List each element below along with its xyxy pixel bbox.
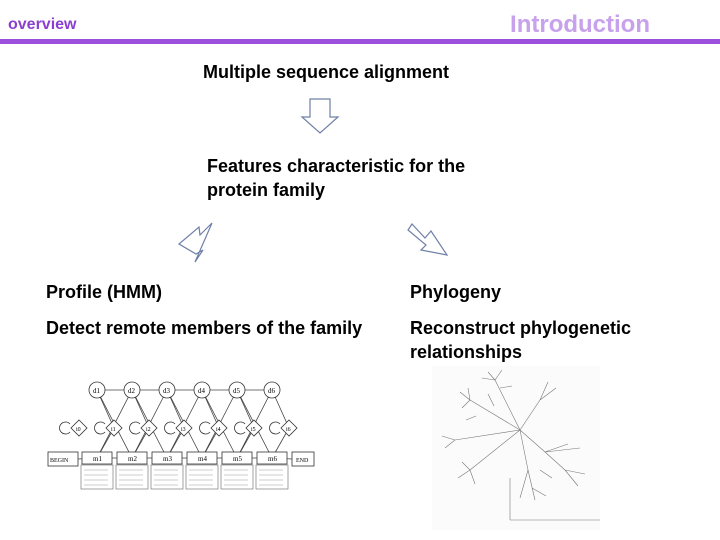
insert-state-label: i5	[251, 427, 256, 433]
self-loop-icon	[94, 421, 106, 435]
begin-state	[47, 451, 79, 467]
match-state	[116, 451, 148, 465]
insert-state	[70, 419, 88, 437]
match-state-label: m1	[93, 455, 102, 463]
match-state-label: m6	[268, 455, 277, 463]
profile-hmm-heading: Profile (HMM)	[46, 282, 162, 302]
header-divider	[0, 39, 720, 44]
tree-panel	[432, 366, 600, 530]
self-loop-icon	[59, 421, 71, 435]
insert-state-label: i1	[111, 427, 116, 433]
match-state	[186, 451, 218, 465]
insert-state	[210, 419, 228, 437]
insert-state-label: i3	[181, 427, 186, 433]
insert-state-label: i6	[286, 427, 291, 433]
delete-state-label: d1	[93, 387, 101, 395]
begin-label: BEGIN	[50, 458, 69, 464]
insert-state	[140, 419, 158, 437]
down-arrow-icon	[300, 98, 340, 134]
profile-description: Detect remote members of the family	[46, 318, 363, 338]
insert-state-label: i0	[76, 427, 81, 433]
match-state-label: m3	[163, 455, 172, 463]
slide-title: Introduction	[510, 11, 650, 38]
delete-state	[263, 381, 281, 399]
self-loop-icon	[129, 421, 141, 435]
down-right-arrow-icon	[407, 223, 449, 256]
match-state-label: m5	[233, 455, 242, 463]
section-label: overview	[8, 16, 77, 33]
end-label: END	[296, 458, 309, 464]
phylogeny-heading: Phylogeny	[410, 282, 502, 302]
match-state	[81, 451, 113, 465]
self-loop-icon	[269, 421, 281, 435]
delete-state	[158, 381, 176, 399]
delete-state-label: d5	[233, 387, 241, 395]
insert-state	[245, 419, 263, 437]
features-label: Features characteristic for the protein …	[207, 156, 466, 200]
match-state-label: m4	[198, 455, 207, 463]
match-state-label: m2	[128, 455, 137, 463]
insert-state-label: i4	[216, 427, 221, 433]
delete-state-label: d2	[128, 387, 136, 395]
self-loop-icon	[164, 421, 176, 435]
insert-state	[175, 419, 193, 437]
insert-state	[280, 419, 298, 437]
self-loop-icon	[234, 421, 246, 435]
down-left-arrow-icon	[177, 222, 213, 263]
match-state	[151, 451, 183, 465]
delete-state	[123, 381, 141, 399]
delete-state	[193, 381, 211, 399]
insert-state	[105, 419, 123, 437]
delete-state-label: d4	[198, 387, 206, 395]
end-state	[291, 451, 315, 467]
msa-label: Multiple sequence alignment	[203, 62, 450, 82]
phylogeny-description: Reconstruct phylogenetic relationships	[410, 318, 632, 362]
self-loop-icon	[199, 421, 211, 435]
match-state	[256, 451, 288, 465]
match-state	[221, 451, 253, 465]
delete-state-label: d6	[268, 387, 276, 395]
delete-state-label: d3	[163, 387, 171, 395]
insert-state-label: i2	[146, 427, 151, 433]
delete-state	[88, 381, 106, 399]
delete-state	[228, 381, 246, 399]
tree-branches	[441, 369, 600, 521]
